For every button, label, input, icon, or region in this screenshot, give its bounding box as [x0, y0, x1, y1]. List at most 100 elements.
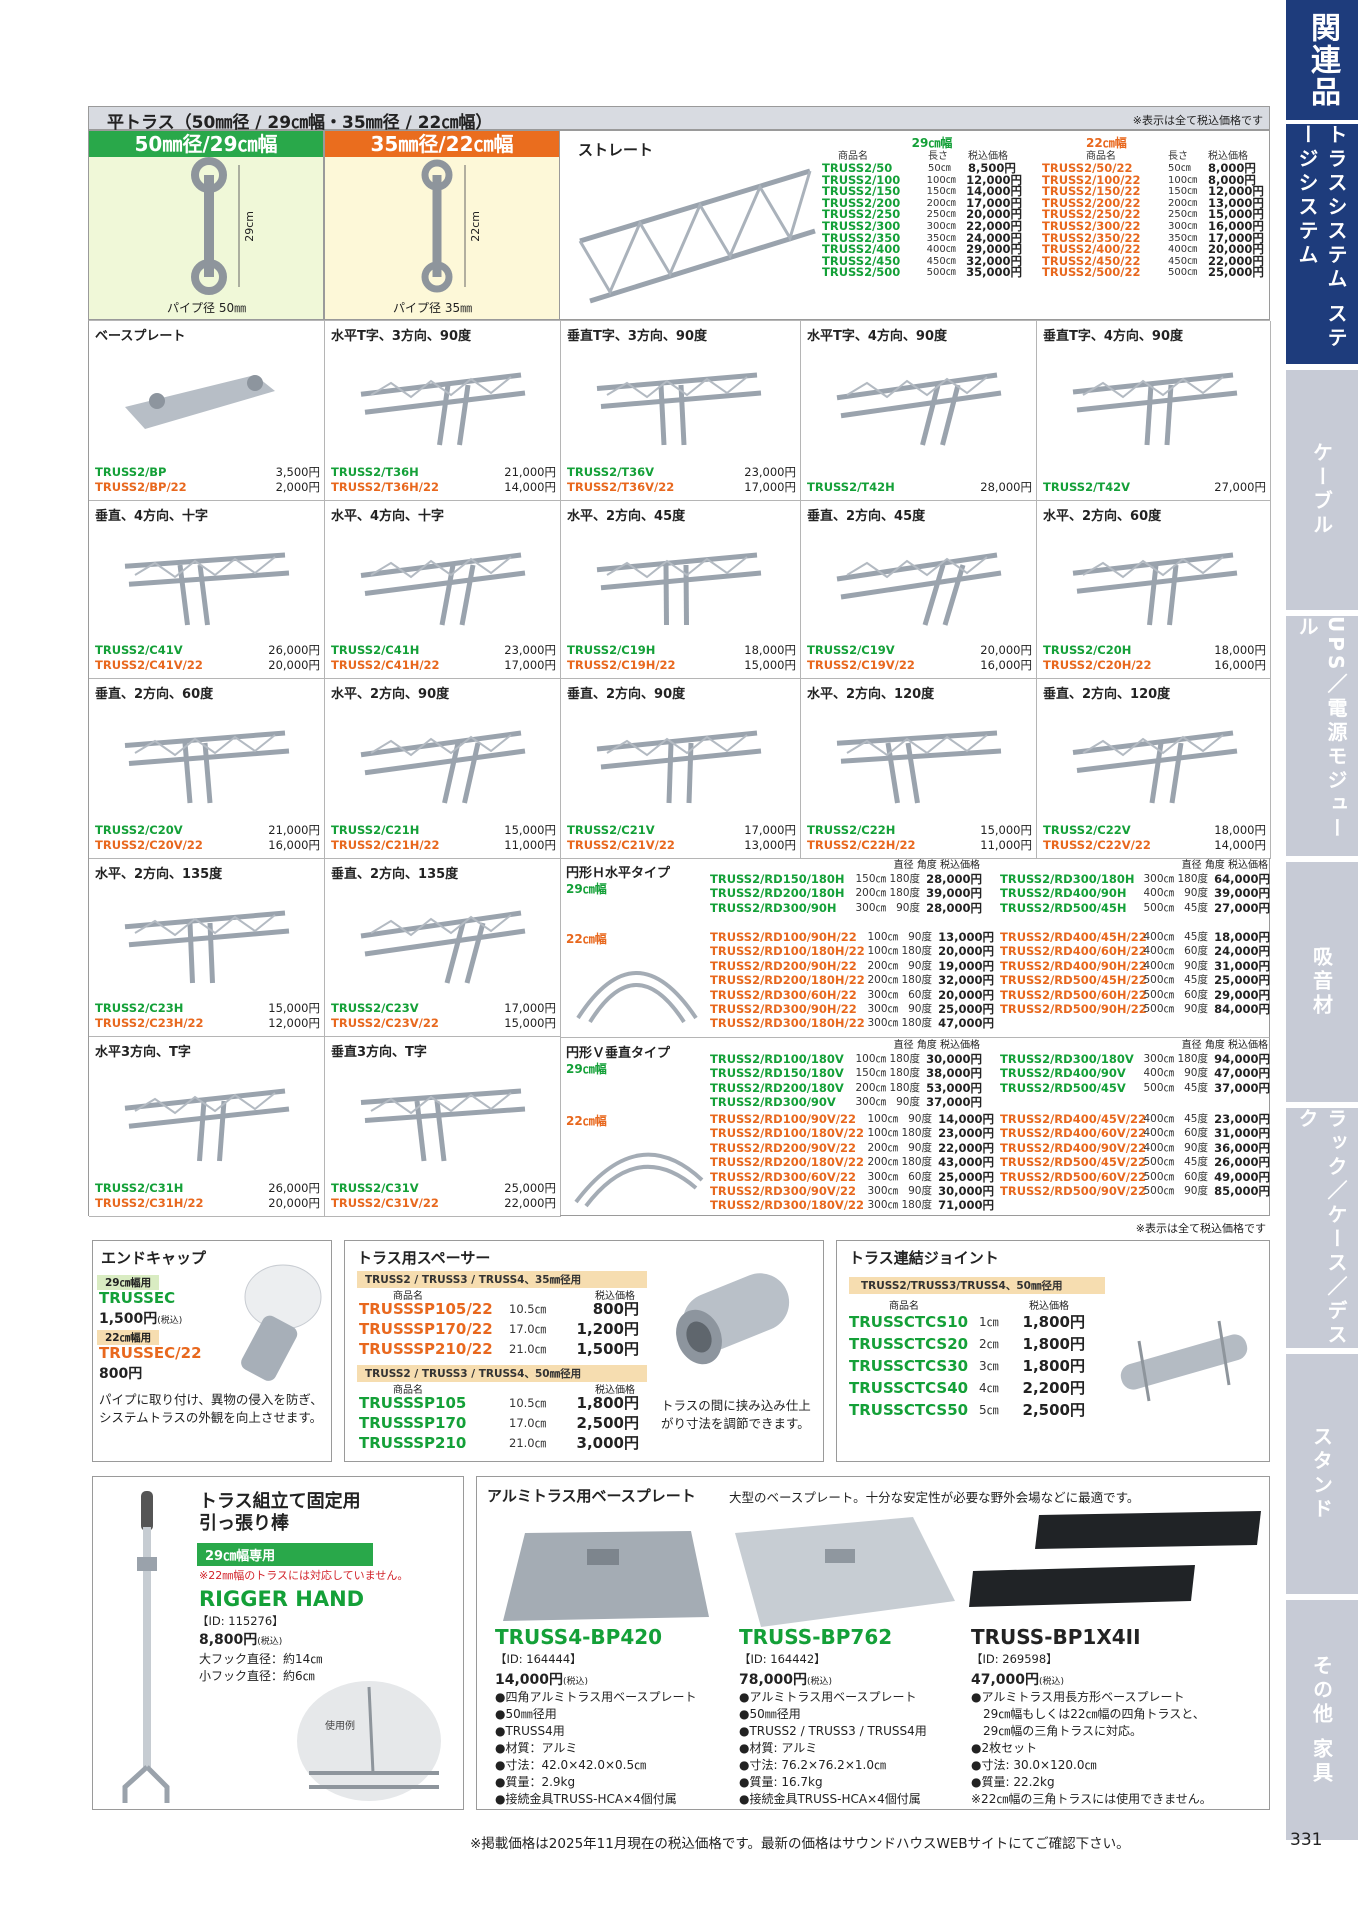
sidebar-tab-rack[interactable]: ラック／ケース／デスク [1286, 1108, 1358, 1348]
sidebar-tab-cable[interactable]: ケーブル [1286, 370, 1358, 610]
sidebar-tab-ups[interactable]: UPS／電源モジュール [1286, 616, 1358, 856]
sidebar-tab-truss[interactable]: トラスシステム ステージシステム [1286, 124, 1358, 364]
baseplate-item[interactable]: TRUSS4-BP420【ID: 164444】14,000円(税込)●四角アル… [495, 1625, 731, 1808]
sidebar-tab-other[interactable]: その他 家具 [1286, 1600, 1358, 1840]
baseplate-item[interactable]: TRUSS-BP762【ID: 164442】78,000円(税込)●アルミトラ… [739, 1625, 975, 1808]
